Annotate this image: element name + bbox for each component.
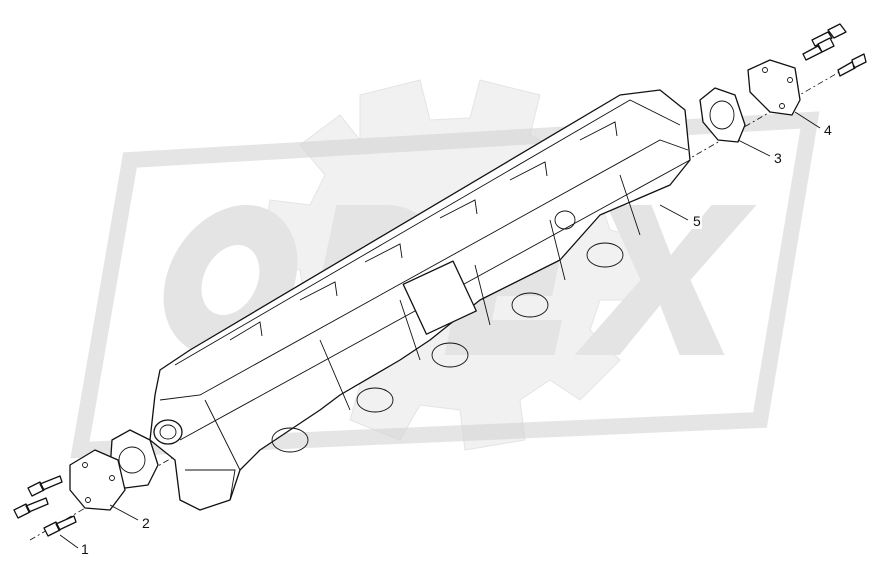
- gasket-right: [699, 87, 746, 143]
- callout-4: 4: [823, 122, 833, 138]
- callout-3: 3: [773, 150, 783, 166]
- cover-plate-left: [69, 449, 126, 511]
- callout-5: 5: [692, 213, 702, 229]
- bolts-left: [13, 475, 77, 537]
- exhaust-manifold: [149, 89, 691, 511]
- callout-1: 1: [80, 541, 90, 557]
- callout-2: 2: [141, 515, 151, 531]
- leader-lines: [59, 111, 821, 549]
- bolts-right: [802, 23, 867, 77]
- cover-plate-right: [747, 59, 801, 116]
